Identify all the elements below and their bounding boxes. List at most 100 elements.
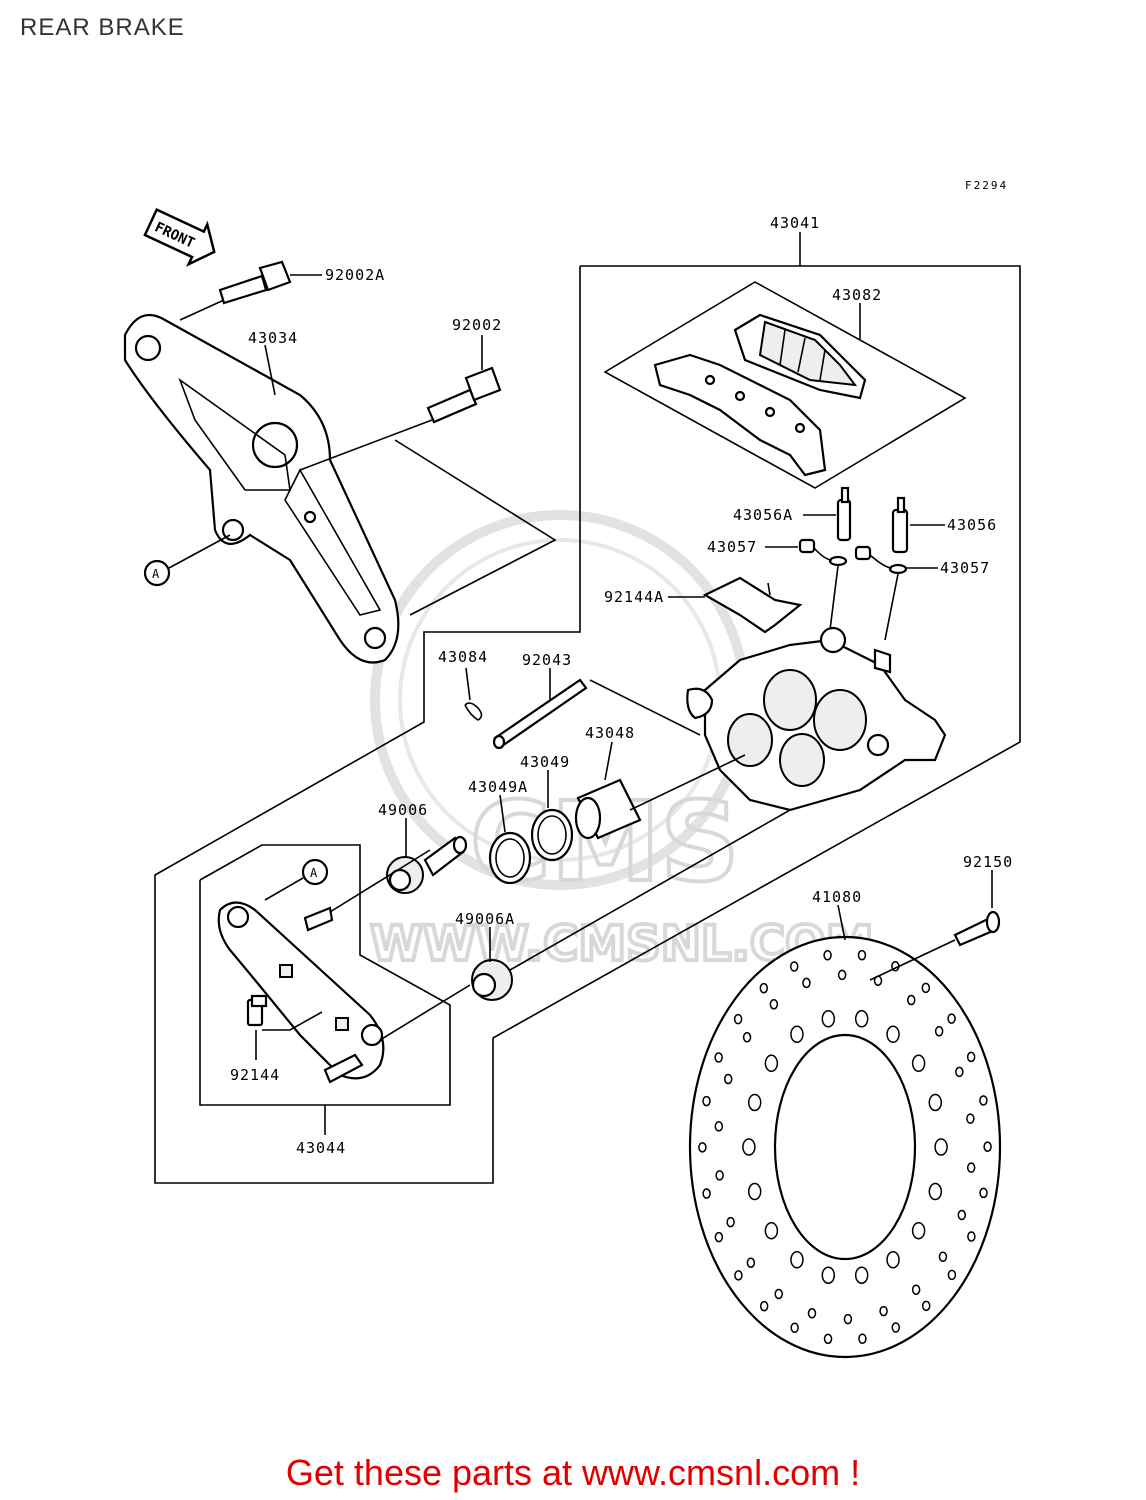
label-43044: 43044 <box>296 1139 346 1157</box>
label-92144: 92144 <box>230 1066 280 1084</box>
disc-hole <box>714 1121 724 1132</box>
disc-hole <box>702 1095 711 1107</box>
disc-hole <box>698 1142 707 1153</box>
disc-hole <box>886 1251 900 1269</box>
disc-hole <box>746 1257 756 1268</box>
label-92002: 92002 <box>452 316 502 334</box>
label-49006: 49006 <box>378 801 428 819</box>
disc-hole <box>789 961 799 972</box>
disc-hole <box>854 1010 869 1028</box>
boot-49006 <box>386 835 468 894</box>
bolt-92002 <box>426 366 502 424</box>
disc-hole <box>802 977 811 989</box>
disc-hole <box>938 1251 948 1263</box>
disc-hole <box>702 1188 711 1199</box>
ref-marker-a-top <box>143 559 171 587</box>
label-43057-right: 43057 <box>940 559 990 577</box>
disc-hole <box>879 1305 888 1317</box>
pin-clip-43084 <box>464 702 483 721</box>
disc-hole <box>769 999 779 1010</box>
disc-hole <box>858 1333 867 1345</box>
caliper-bracket <box>123 313 400 664</box>
label-92150: 92150 <box>963 853 1013 871</box>
disc-hole <box>857 949 867 961</box>
caliper-assembly-frame <box>154 265 1021 1184</box>
bolt-92002A <box>218 260 292 305</box>
disc-hole <box>764 1054 779 1073</box>
disc-hole <box>821 1010 836 1028</box>
label-43048: 43048 <box>585 724 635 742</box>
disc-hole <box>715 1170 724 1181</box>
disc-hole <box>921 982 931 994</box>
disc-hole <box>966 1162 976 1173</box>
bleeder-43056A <box>836 486 852 542</box>
disc-hole <box>714 1231 724 1243</box>
caliper-body <box>686 626 947 812</box>
disc-hole <box>854 1266 869 1284</box>
boot-49006A <box>471 959 513 1001</box>
label-43034: 43034 <box>248 329 298 347</box>
disc-holes <box>698 949 992 1345</box>
disc-hole <box>891 1322 901 1333</box>
disc-hole <box>759 982 769 994</box>
ref-marker-a-bottom <box>301 858 329 886</box>
label-43056: 43056 <box>947 516 997 534</box>
bleeder-cap-right <box>854 545 908 575</box>
label-43057-left: 43057 <box>707 538 757 556</box>
disc-hole <box>947 1269 957 1281</box>
label-49006A: 49006A <box>455 910 515 928</box>
bleeder-cap-left <box>798 538 848 567</box>
caliper-holder <box>217 901 385 1084</box>
disc-hole <box>734 1270 743 1281</box>
brake-disc <box>688 935 1002 1359</box>
label-43056A: 43056A <box>733 506 793 524</box>
disc-hole <box>921 1300 931 1312</box>
disc-hole <box>886 1025 900 1043</box>
pad-set-frame <box>603 281 967 489</box>
disc-hole <box>934 1138 948 1156</box>
holder-assembly-frame <box>199 844 451 1106</box>
piston-43048 <box>574 778 642 840</box>
ref-marker-a-top-label: A <box>152 567 160 581</box>
disc-hole <box>759 1300 769 1312</box>
disc-hole <box>764 1221 779 1240</box>
disc-hole <box>821 1266 836 1284</box>
label-43049: 43049 <box>520 753 570 771</box>
disc-hole <box>774 1288 783 1300</box>
disc-hole <box>957 1209 967 1221</box>
label-43082: 43082 <box>832 286 882 304</box>
label-43084: 43084 <box>438 648 488 666</box>
disc-hole <box>979 1095 988 1106</box>
front-arrow-icon: FRONT <box>143 207 216 267</box>
label-92144A: 92144A <box>604 588 664 606</box>
footer-link[interactable]: Get these parts at www.cmsnl.com ! <box>285 1452 861 1493</box>
disc-hole <box>928 1182 943 1201</box>
disc-hole <box>967 1231 976 1242</box>
disc-hole <box>807 1308 817 1319</box>
disc-hole <box>928 1093 943 1112</box>
disc-hole <box>747 1182 762 1201</box>
disc-hole <box>983 1141 992 1152</box>
disc-hole <box>790 1322 799 1334</box>
label-41080: 41080 <box>812 888 862 906</box>
disc-hole <box>723 1073 733 1085</box>
label-92043: 92043 <box>522 651 572 669</box>
disc-hole <box>843 1313 853 1325</box>
disc-hole <box>911 1221 926 1240</box>
disc-hole <box>742 1031 752 1043</box>
disc-hole <box>966 1051 976 1063</box>
brake-pad-front <box>653 353 827 477</box>
disc-hole <box>911 1054 926 1073</box>
disc-hole <box>907 994 916 1006</box>
disc-hole <box>747 1093 762 1112</box>
disc-hole <box>790 1025 804 1043</box>
label-92002A: 92002A <box>325 266 385 284</box>
disc-hole <box>742 1138 756 1156</box>
label-43041: 43041 <box>770 214 820 232</box>
disc-hole <box>979 1187 988 1199</box>
disc-hole <box>934 1026 944 1037</box>
brake-pad-rear <box>733 313 867 400</box>
disc-hole <box>733 1013 743 1025</box>
label-43049A: 43049A <box>468 778 528 796</box>
